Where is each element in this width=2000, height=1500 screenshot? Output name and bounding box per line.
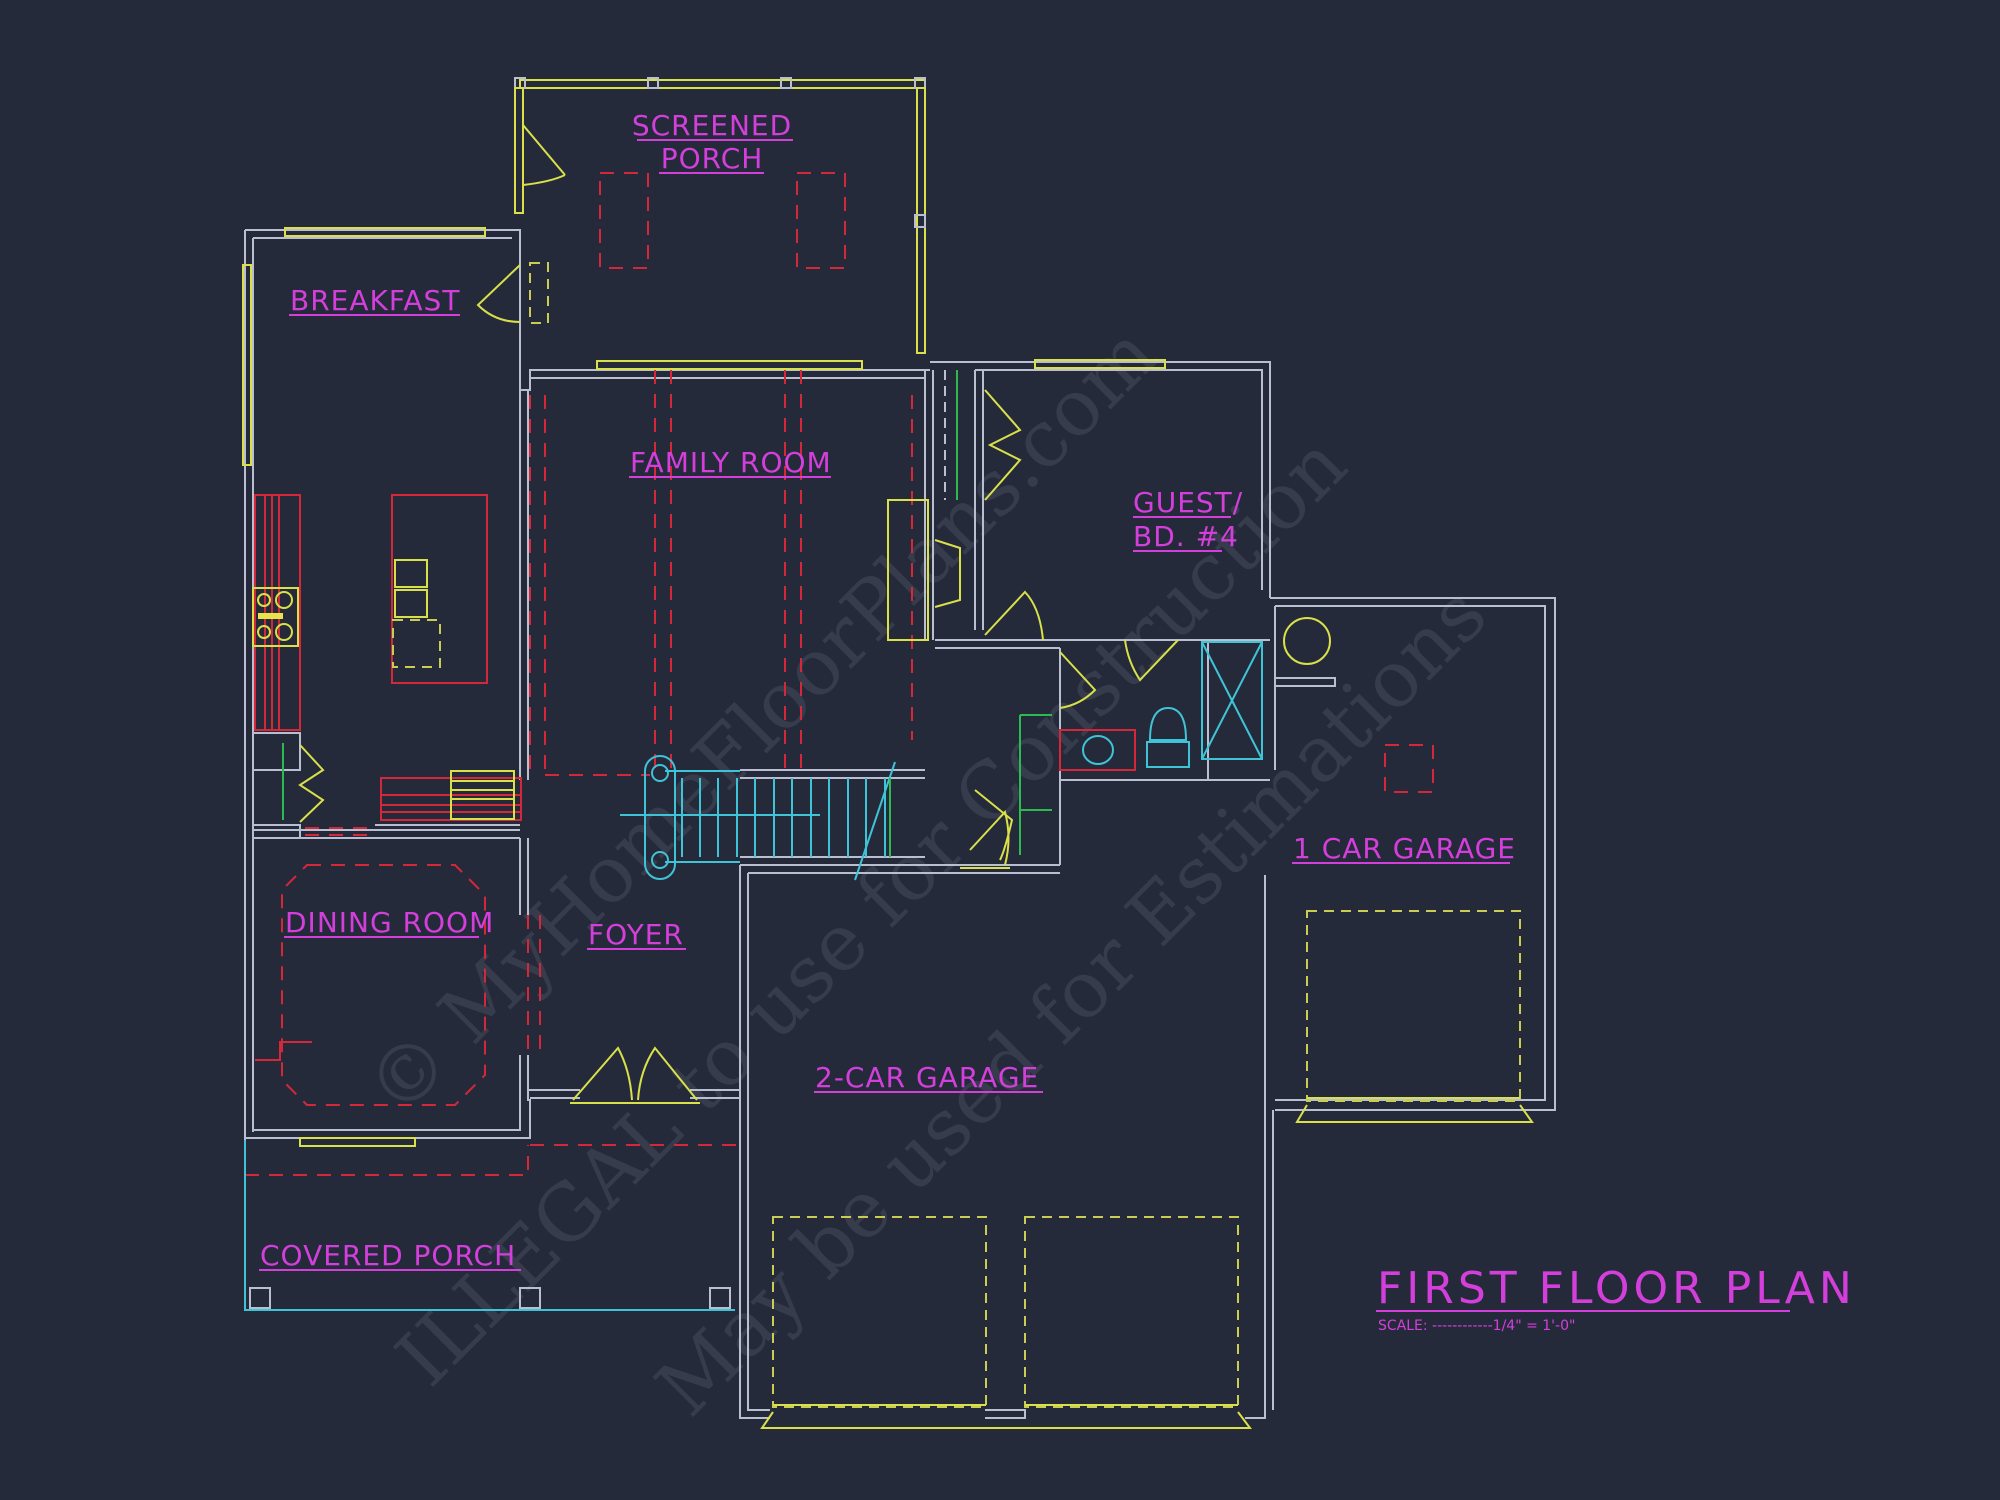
exterior-walls xyxy=(242,227,1556,1419)
watermark: © MyHomeFloorPlans.com ILLEGAL to use fo… xyxy=(350,309,1504,1433)
label-family-room: FAMILY ROOM xyxy=(630,446,832,479)
label-screened-porch-2: PORCH xyxy=(661,142,764,175)
entry-doors xyxy=(245,1046,740,1176)
sink-icon xyxy=(450,770,515,820)
title-block: FIRST FLOOR PLAN SCALE: ------------1/4"… xyxy=(1376,1263,1856,1334)
dining-area xyxy=(255,864,541,1147)
garage-door-right xyxy=(1024,1216,1239,1408)
label-foyer: FOYER xyxy=(588,918,684,951)
drawing-scale: SCALE: ------------1/4" = 1'-0" xyxy=(1378,1318,1575,1334)
kitchen xyxy=(252,262,549,836)
column xyxy=(709,1287,731,1309)
stair-treads xyxy=(681,778,886,857)
water-heater-icon xyxy=(1283,617,1331,665)
label-two-car-garage: 2-CAR GARAGE xyxy=(815,1061,1039,1094)
label-guest-2: BD. #4 xyxy=(1133,520,1239,553)
covered-porch-area xyxy=(244,1140,735,1311)
toilet-icon xyxy=(1148,706,1188,741)
guest-bath xyxy=(960,639,1263,869)
column xyxy=(519,1287,541,1309)
label-covered-porch: COVERED PORCH xyxy=(260,1239,516,1272)
family-room-area xyxy=(529,370,1044,776)
label-one-car-garage: 1 CAR GARAGE xyxy=(1293,832,1516,865)
screened-porch xyxy=(514,77,926,354)
room-labels: SCREENED PORCH BREAKFAST FAMILY ROOM GUE… xyxy=(259,109,1516,1272)
kitchen-island xyxy=(391,494,488,684)
label-guest-1: GUEST/ xyxy=(1133,486,1243,519)
drawing-title: FIRST FLOOR PLAN xyxy=(1377,1263,1856,1314)
shower xyxy=(1201,641,1263,760)
sink-basin-icon xyxy=(1082,735,1114,765)
garage-door-left xyxy=(772,1216,987,1408)
column xyxy=(249,1287,271,1309)
fireplace xyxy=(887,499,929,641)
two-car-garage-doors xyxy=(760,1216,1252,1429)
one-car-garage-door xyxy=(1283,617,1534,1123)
label-screened-porch-1: SCREENED xyxy=(632,109,792,142)
cooktop-icon xyxy=(252,587,299,647)
label-dining-room: DINING ROOM xyxy=(285,906,494,939)
label-breakfast: BREAKFAST xyxy=(290,284,460,317)
staircase xyxy=(620,755,925,881)
